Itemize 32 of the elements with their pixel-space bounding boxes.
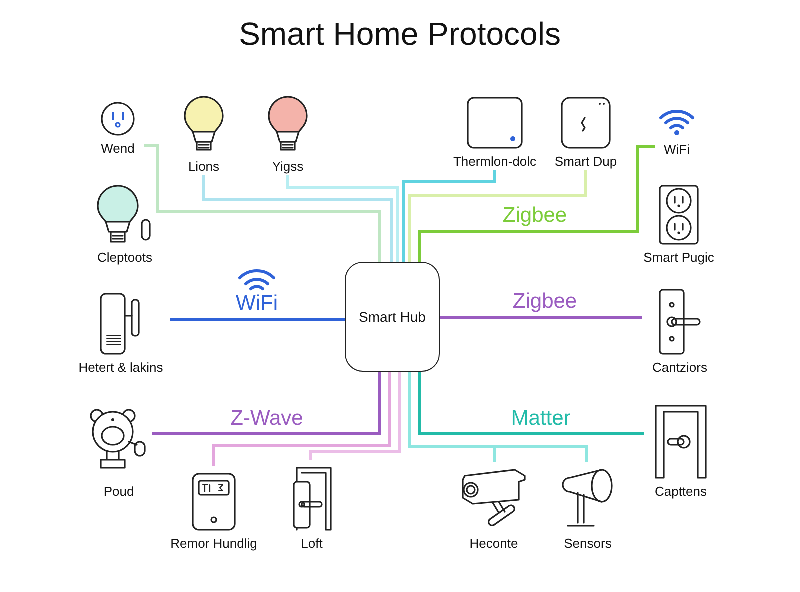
- device-label: Smart Dup: [554, 154, 618, 170]
- device-label: Yigss: [272, 159, 304, 175]
- device-label: Thermlon-dolc: [453, 154, 537, 170]
- device-label: Heconte: [470, 536, 518, 552]
- connector-line: [286, 175, 400, 262]
- connector-line: [310, 372, 402, 460]
- connector-line: [408, 372, 588, 462]
- device-label: Cantziors: [652, 360, 708, 376]
- device-label: Smart Pugic: [644, 250, 714, 266]
- connector-line: [152, 372, 382, 436]
- device-label: Remor Hundlig: [170, 536, 258, 552]
- diagram-title: Smart Home Protocols: [239, 15, 561, 54]
- device-label: Poud: [104, 484, 134, 500]
- device-label: Sensors: [564, 536, 612, 552]
- device-label: Capttens: [654, 484, 708, 500]
- connector-line: [202, 175, 394, 262]
- connector-line: [212, 372, 392, 466]
- connector-line: [402, 170, 496, 262]
- connector-line: [144, 144, 382, 262]
- device-label: Cleptoots: [98, 250, 152, 266]
- device-label: Lions: [188, 159, 220, 175]
- connector-line: [408, 170, 588, 262]
- device-label: Loft: [301, 536, 323, 552]
- device-label: WiFi: [664, 142, 690, 158]
- connector-line: [440, 316, 642, 320]
- connector-line: [418, 146, 655, 262]
- hub-box: [345, 262, 440, 372]
- hub-label: Smart Hub: [359, 308, 426, 326]
- connector-line: [418, 372, 644, 436]
- connector-line: [170, 318, 345, 322]
- device-label: Wend: [101, 141, 135, 157]
- device-label: Hetert & lakins: [78, 360, 164, 376]
